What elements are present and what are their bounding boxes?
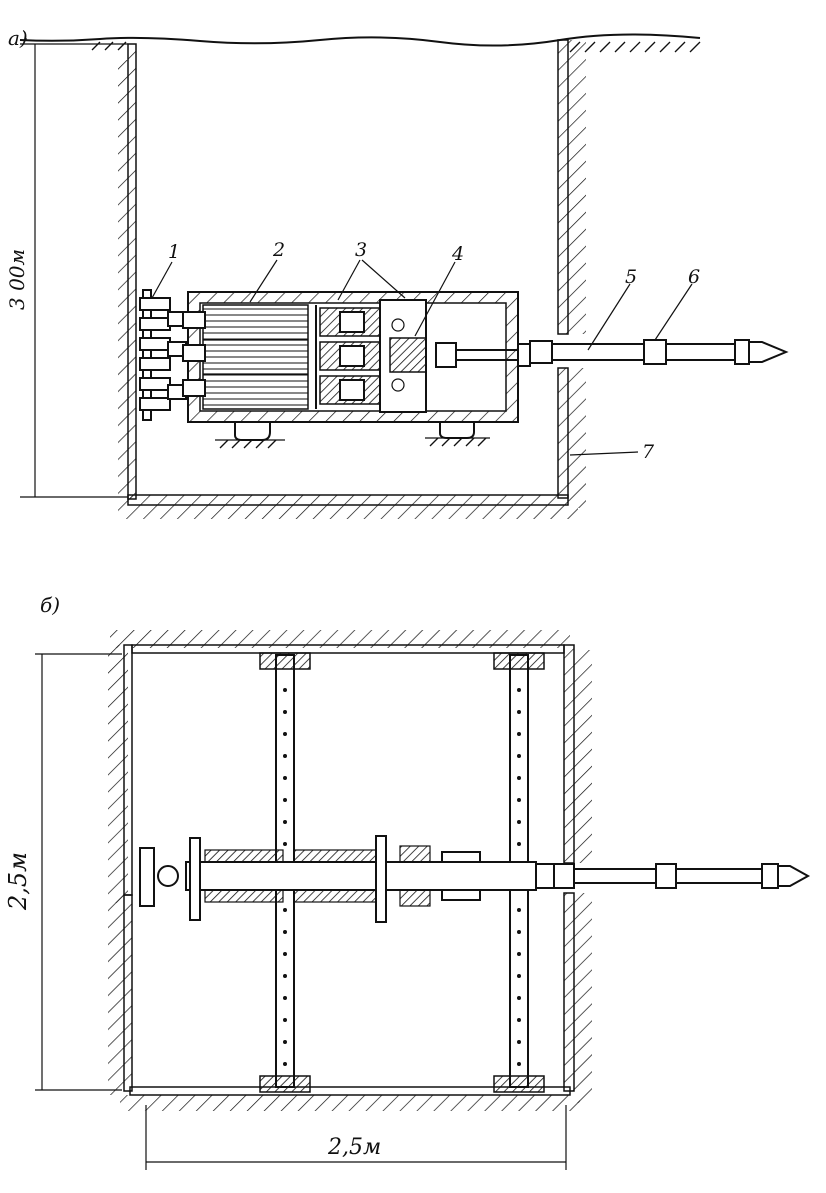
pit-top-wall: [110, 630, 570, 648]
callout-6: 6: [688, 266, 700, 288]
panel-b-letter: б): [40, 593, 60, 617]
height-dimension-a: 3 00м: [5, 249, 29, 310]
pit-right-wall-b-lower: [563, 892, 575, 1092]
height-dimension-b: 2,5м: [4, 852, 32, 911]
callout-3: 3: [355, 239, 367, 261]
callout-2: 2: [272, 239, 285, 261]
pusher-head: [379, 299, 518, 413]
callout-4: 4: [451, 243, 464, 265]
pistons: [315, 305, 381, 409]
callout-leaders: [151, 259, 693, 456]
machine-body-b: [139, 835, 537, 923]
pit-right-wall-lower: [557, 367, 569, 499]
callout-1: 1: [168, 241, 180, 263]
hydraulic-jacks: [182, 304, 309, 410]
pit-floor: [127, 494, 569, 506]
panel-a-letter: а): [8, 26, 28, 50]
thrust-bracket: [139, 289, 187, 421]
machine-supports: [215, 422, 490, 449]
pit-right-wall-upper: [557, 39, 569, 335]
ground-hatch-left: [91, 41, 127, 51]
panel-b: б): [4, 593, 811, 1170]
rail-holes: [283, 688, 521, 1066]
panel-a: а): [5, 26, 789, 519]
callout-7: 7: [642, 441, 655, 463]
callout-5: 5: [625, 266, 637, 288]
pipe-string-b: [535, 863, 811, 889]
pipe-string-a: [517, 339, 789, 367]
width-dimension-b: 2,5м: [327, 1135, 381, 1160]
pit-left-wall: [127, 43, 137, 500]
pit-right-wall-b-upper: [563, 644, 575, 864]
ground-hatch-right: [569, 41, 701, 53]
